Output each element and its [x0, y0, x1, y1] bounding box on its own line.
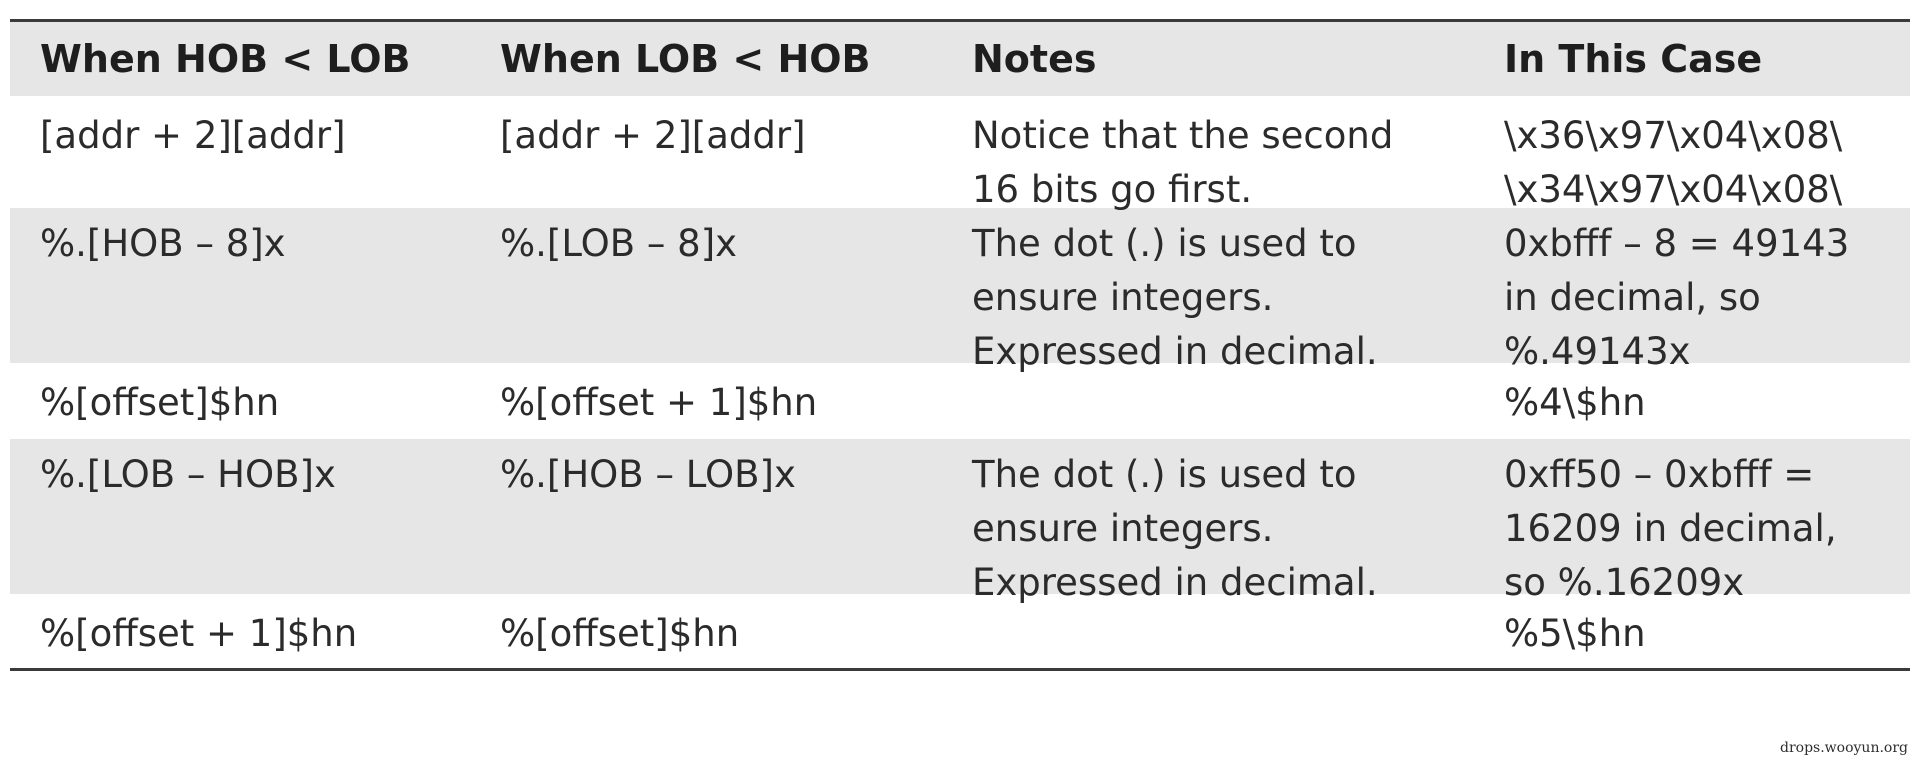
- table-cell: 0xbfff – 8 = 49143 in decimal, so %.4914…: [1504, 222, 1850, 373]
- table-cell: The dot (.) is used to ensure integers. …: [972, 453, 1378, 604]
- table-cell: %.[HOB – LOB]x: [500, 453, 796, 496]
- table-header-row: When HOB < LOB When LOB < HOB Notes In T…: [10, 22, 1910, 96]
- column-header-in-this-case: In This Case: [1504, 37, 1763, 81]
- table-cell: %[offset]$hn: [500, 612, 740, 655]
- table-row: [addr + 2][addr] [addr + 2][addr] Notice…: [10, 96, 1910, 211]
- table-cell: %[offset + 1]$hn: [40, 612, 358, 655]
- table-cell: %.[LOB – 8]x: [500, 222, 738, 265]
- table-row: %[offset + 1]$hn %[offset]$hn %5\$hn: [10, 594, 1910, 668]
- table-cell: 0xff50 – 0xbfff = 16209 in decimal, so %…: [1504, 453, 1837, 604]
- table-cell: [934, 367, 1464, 440]
- table-cell: %5\$hn: [1504, 612, 1646, 655]
- table-cell: The dot (.) is used to ensure integers. …: [972, 222, 1378, 373]
- table-row: %.[HOB – 8]x %.[LOB – 8]x The dot (.) is…: [10, 204, 1910, 373]
- table-cell: %[offset + 1]$hn: [500, 381, 818, 424]
- table-cell: %.[LOB – HOB]x: [40, 453, 336, 496]
- table-cell: \x36\x97\x04\x08\ \x34\x97\x04\x08\: [1504, 114, 1843, 211]
- format-string-table: When HOB < LOB When LOB < HOB Notes In T…: [10, 19, 1910, 671]
- table-cell: %.[HOB – 8]x: [40, 222, 286, 265]
- table-cell: [addr + 2][addr]: [40, 114, 346, 157]
- table-cell: [addr + 2][addr]: [500, 114, 806, 157]
- column-header-hob-lt-lob: When HOB < LOB: [40, 37, 411, 81]
- table-cell: %[offset]$hn: [40, 381, 280, 424]
- table-row: %[offset]$hn %[offset + 1]$hn %4\$hn: [10, 363, 1910, 435]
- table-cell: Notice that the second 16 bits go first.: [972, 114, 1394, 211]
- watermark-text: drops.wooyun.org: [1780, 740, 1908, 756]
- table-cell: %4\$hn: [1504, 381, 1646, 424]
- table-cell: [934, 598, 1464, 671]
- table-row: %.[LOB – HOB]x %.[HOB – LOB]x The dot (.…: [10, 435, 1910, 604]
- column-header-notes: Notes: [972, 37, 1097, 81]
- column-header-lob-lt-hob: When LOB < HOB: [500, 37, 871, 81]
